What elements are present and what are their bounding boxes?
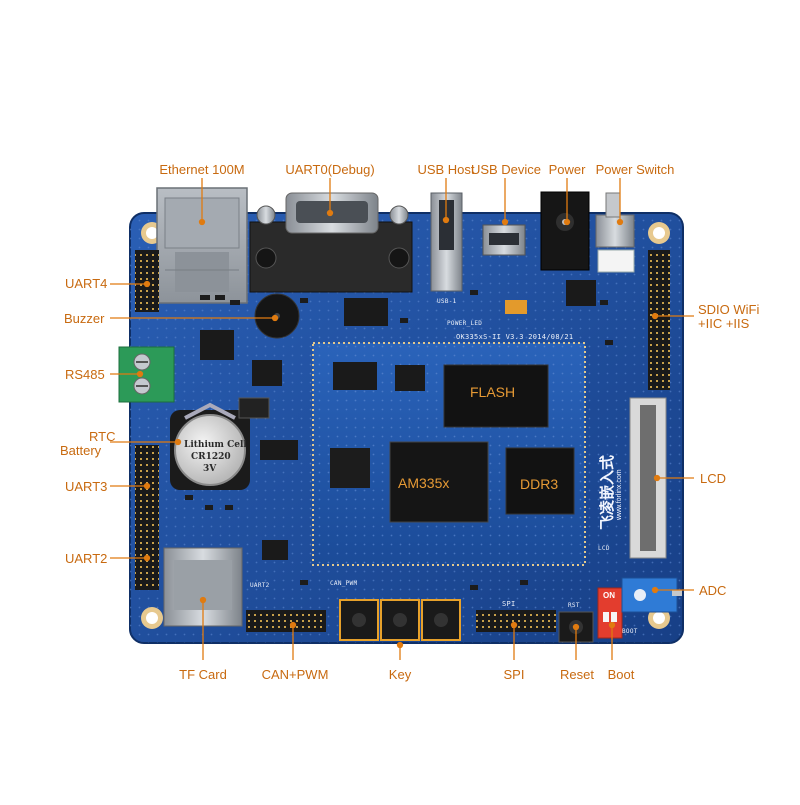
flash-label: FLASH [470, 384, 516, 400]
label-sdio-line1: SDIO WiFi [698, 302, 760, 317]
label-spi: SPI [503, 667, 525, 682]
label-uart4: UART4 [65, 276, 108, 291]
board-id-silkscreen: OK335xS-II V3.3 2014/08/21 [456, 333, 574, 341]
flash-chip [443, 364, 549, 428]
sdio-header [648, 250, 670, 390]
label-power: Power [548, 162, 586, 177]
boot-silkscreen: BOOT [622, 628, 638, 635]
label-key: Key [388, 667, 412, 682]
ethernet-jack [156, 187, 248, 304]
spi-silkscreen: SPI [502, 600, 516, 608]
label-power-switch: Power Switch [595, 162, 675, 177]
label-usb-host: USB Host [417, 162, 475, 177]
rst-silkscreen: RST [568, 602, 580, 609]
power-jack [540, 191, 590, 271]
battery-line-2: CR1220 [191, 452, 231, 462]
usb-device-port [482, 224, 526, 256]
boot-switch-device [597, 587, 623, 639]
ddr3-chip [505, 447, 575, 515]
usb-host-port [430, 192, 463, 292]
label-tf-card: TF Card [179, 667, 227, 682]
brand-website: www.forlinx.com [616, 469, 623, 520]
label-uart2: UART2 [65, 551, 108, 566]
brand-chinese: 飞凌嵌入式 [599, 454, 616, 530]
leader-lines [110, 178, 694, 660]
db9-connector [249, 192, 413, 293]
uart-silkscreen: UART2 [250, 582, 270, 589]
rtc-battery [170, 402, 250, 490]
label-ethernet: Ethernet 100M [159, 162, 245, 177]
usb-b-silkscreen: USB-1 [437, 298, 457, 305]
key-buttons [339, 599, 461, 641]
label-uart3: UART3 [65, 479, 108, 494]
can-pwm-silkscreen: CAN_PWM [330, 580, 358, 587]
label-adc: ADC [699, 583, 727, 598]
boot-switch-on-label: ON [603, 591, 615, 600]
adc-potentiometer [621, 577, 682, 613]
label-buzzer: Buzzer [64, 311, 105, 326]
battery-line-3: 3V [203, 464, 217, 474]
am335x-label: AM335x [398, 475, 450, 491]
rs485-terminal [118, 346, 175, 403]
ddr3-label: DDR3 [520, 476, 559, 492]
label-rtc-line2: Battery [60, 443, 102, 458]
label-reset: Reset [560, 667, 594, 682]
power-led-silkscreen: POWER_LED [447, 320, 483, 327]
label-usb-device: USB Device [470, 162, 542, 177]
label-rtc-line1: RTC [89, 429, 116, 444]
battery-line-1: Lithium Cell [184, 440, 247, 450]
label-lcd: LCD [700, 471, 727, 486]
label-sdio-line2: +IIC +IIS [698, 316, 750, 331]
can-pwm-header [246, 610, 326, 632]
spi-header [476, 610, 556, 632]
label-uart0: UART0(Debug) [285, 162, 375, 177]
label-can-pwm: CAN+PWM [261, 667, 329, 682]
lcd-silkscreen: LCD [598, 545, 610, 552]
label-boot: Boot [607, 667, 635, 682]
am335x-chip [389, 441, 489, 523]
label-rs485: RS485 [65, 367, 105, 382]
power-switch-device [595, 192, 635, 273]
